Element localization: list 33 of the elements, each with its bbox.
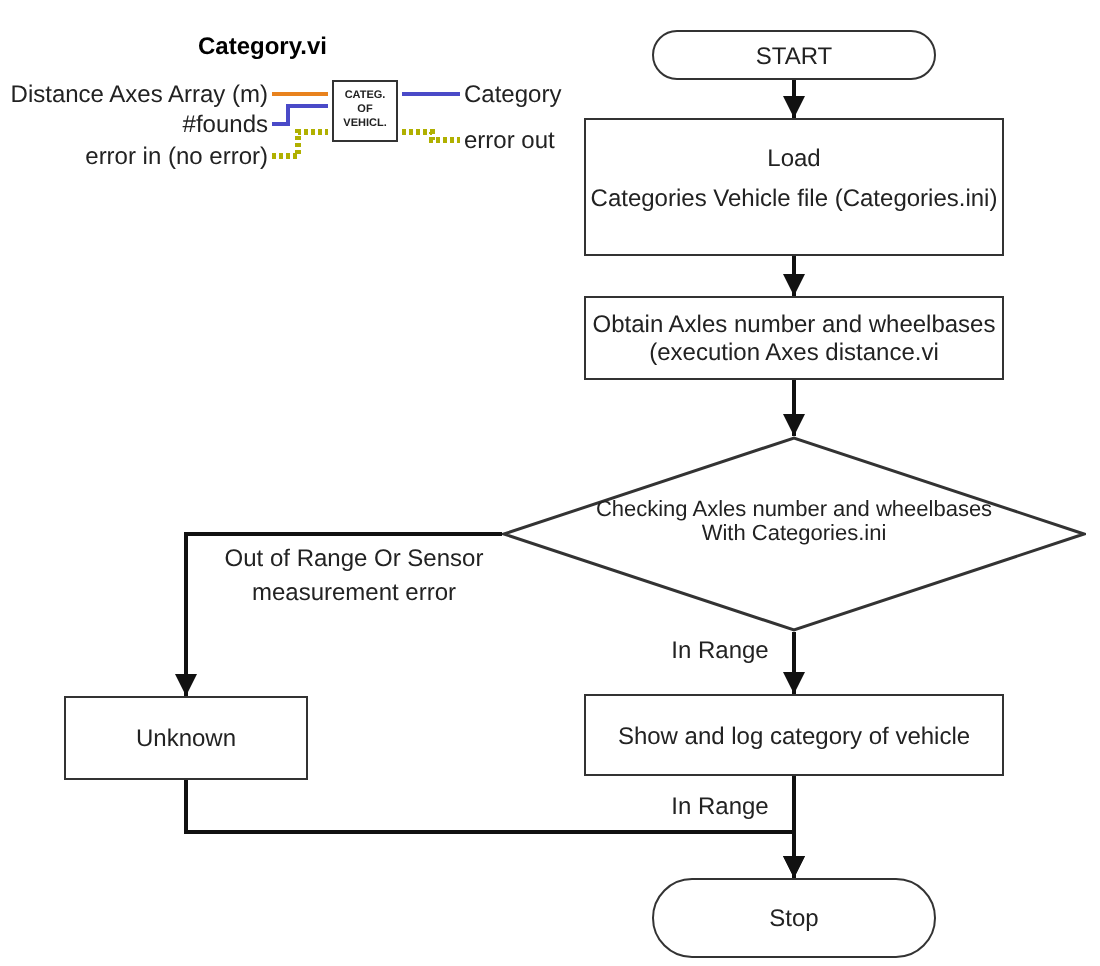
step-text: Show and log category of vehicle <box>617 721 971 749</box>
terminal-shape <box>652 30 936 80</box>
wire <box>402 129 460 143</box>
step-text: With Categories.ini <box>701 522 887 546</box>
terminal-label: Distance Axes Array (m) <box>4 80 268 108</box>
arrow <box>783 80 805 118</box>
arrow <box>783 256 805 296</box>
block-title: Category.vi <box>198 32 327 60</box>
wire <box>272 92 328 96</box>
terminal-shape <box>652 878 936 958</box>
process-box <box>584 118 1004 256</box>
step-text: Categories Vehicle file (Categories.ini) <box>590 184 998 212</box>
wire <box>272 104 328 126</box>
function-block <box>332 80 398 142</box>
process-box <box>584 296 1004 380</box>
arrow <box>184 780 805 878</box>
wire <box>402 92 460 96</box>
step-text: Checking Axles number and wheelbases <box>595 498 993 522</box>
step-text: Stop <box>769 904 819 932</box>
arrow <box>783 632 805 694</box>
step-text: Obtain Axles number and wheelbases (execution Axes distance.vi <box>590 310 998 366</box>
process-box <box>584 694 1004 776</box>
terminal-label: #founds <box>120 110 268 138</box>
terminal-label: Category <box>464 80 584 108</box>
terminal-label: error in (no error) <box>40 142 268 170</box>
terminal-label: error out <box>464 126 584 154</box>
step-text: Load <box>767 144 821 172</box>
process-box <box>64 696 308 780</box>
wire <box>272 129 328 159</box>
arrow <box>175 532 502 696</box>
step-text: START <box>755 41 833 69</box>
arrow <box>783 380 805 436</box>
step-text: Unknown <box>135 724 237 752</box>
